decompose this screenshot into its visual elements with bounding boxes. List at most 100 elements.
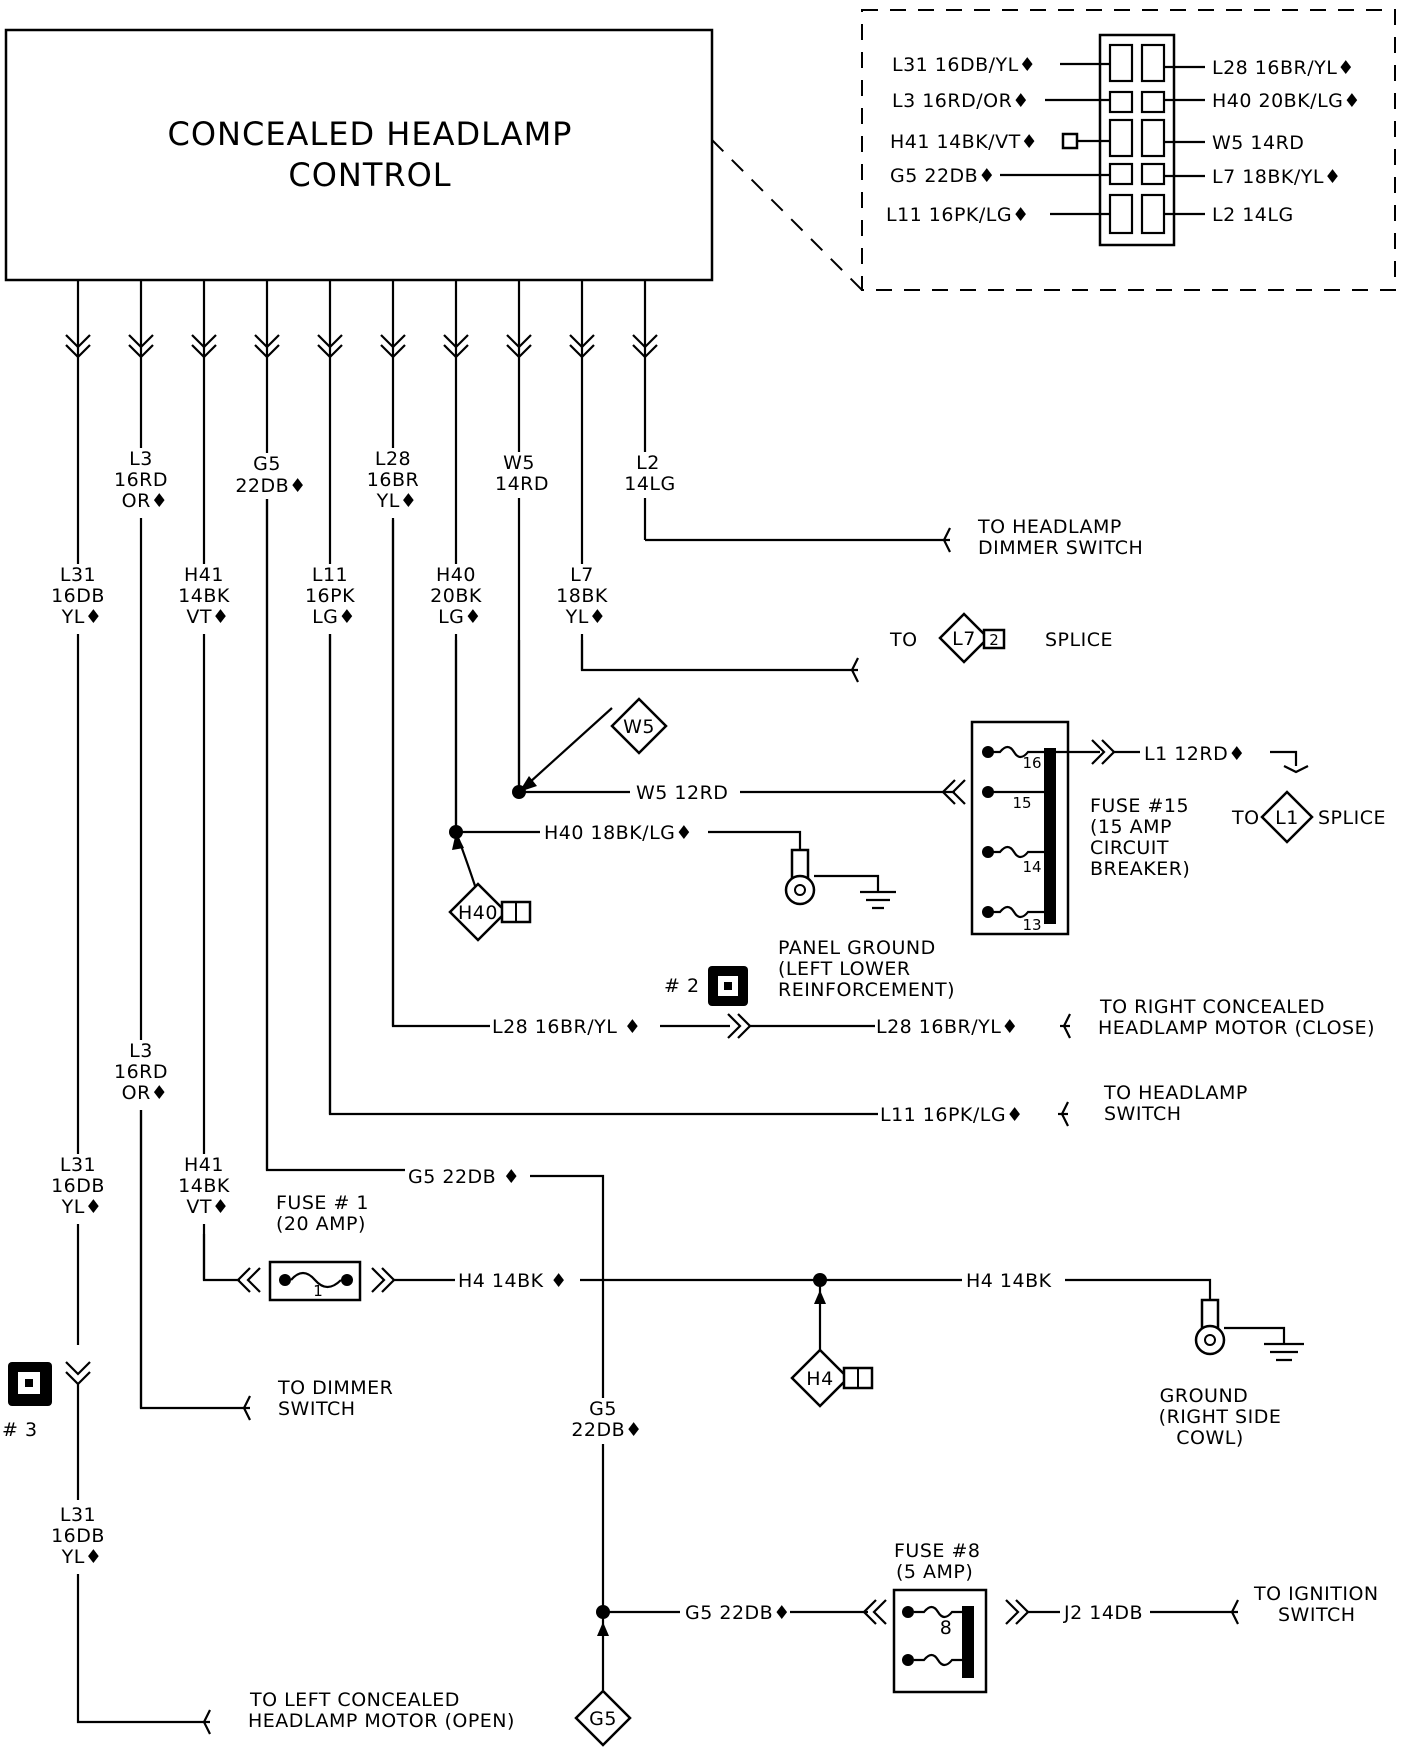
panel-ground-label-1: PANEL GROUND — [778, 937, 936, 959]
wire-label-g5-gauge: 22DB♦ — [235, 475, 306, 497]
to-right-motor-line1: TO RIGHT CONCEALED — [1099, 996, 1325, 1018]
fuse-1-label-1: FUSE # 1 — [276, 1192, 369, 1214]
connector-pin-h40: H40 20BK/LG♦ — [1212, 90, 1361, 112]
wire-label-h40: H40 — [436, 564, 476, 586]
wire-label-l11: L11 — [312, 564, 348, 586]
fuse-8-number: 8 — [940, 1617, 953, 1639]
wire-label-l7: L7 — [570, 564, 594, 586]
w5-splice-icon: W5 — [610, 697, 668, 755]
connector-pin-l28: L28 16BR/YL♦ — [1212, 57, 1355, 79]
g5-route — [265, 499, 868, 1690]
w5-12rd-label: W5 12RD — [636, 782, 728, 804]
ref-2-connector-icon — [708, 966, 748, 1006]
wire-label-w5: W5 — [503, 452, 535, 474]
wire-label-l11-gauge: 16PK — [305, 585, 355, 607]
j2-label: J2 14DB — [1063, 1602, 1143, 1624]
fuse-8-block — [892, 1588, 988, 1694]
wire-label-l31-lower-color: YL♦ — [61, 1196, 103, 1218]
wire-label-l3-lower-color: OR♦ — [122, 1082, 169, 1104]
to-dimmer-switch-line2: SWITCH — [278, 1398, 356, 1420]
wire-label-l31-lower: L31 — [60, 1154, 96, 1176]
panel-ground-label-2: (LEFT LOWER — [778, 958, 911, 980]
l11-route — [328, 634, 1069, 1127]
fuse-1-block — [268, 1260, 362, 1302]
to-right-motor-line2: HEADLAMP MOTOR (CLOSE) — [1098, 1017, 1375, 1039]
wire-label-l31-lower-gauge: 16DB — [51, 1175, 105, 1197]
fuse-8-label-2: (5 AMP) — [896, 1561, 973, 1583]
fuse-8-label-1: FUSE #8 — [894, 1540, 980, 1562]
wire-labels-lower: L3 16RD OR♦ L31 16DB YL♦ H41 14BK VT♦ L3… — [46, 1040, 238, 1574]
wire-label-l31-color: YL♦ — [61, 606, 103, 628]
ground-rsc-label-3: COWL) — [1176, 1427, 1244, 1449]
wire-label-l3: L3 — [129, 448, 153, 470]
to-l7-splice-word: SPLICE — [1045, 629, 1113, 651]
ref-3-label: # 3 — [2, 1419, 38, 1441]
wire-label-l31-bottom-color: YL♦ — [61, 1546, 103, 1568]
to-l1-splice-word: SPLICE — [1318, 807, 1386, 829]
l1-splice-icon: L1 — [1260, 790, 1314, 844]
w5-splice-arrow — [519, 776, 537, 792]
l28-left-label: L28 16BR/YL ♦ — [492, 1016, 641, 1038]
ref-2-label: # 2 — [664, 975, 700, 997]
wire-label-g5: G5 — [253, 453, 281, 475]
l28-right-label: L28 16BR/YL♦ — [876, 1016, 1019, 1038]
svg-text:H40: H40 — [458, 902, 498, 924]
wire-label-l31-bottom-gauge: 16DB — [51, 1525, 105, 1547]
l7-splice-icon: L7 2 — [938, 612, 1006, 664]
h40-splice-icon: H40 — [448, 882, 532, 942]
h4-splice-dot — [813, 1273, 827, 1287]
h40-route — [454, 640, 802, 896]
module-title-line1: CONCEALED HEADLAMP — [168, 115, 573, 153]
svg-text:W5: W5 — [623, 716, 655, 738]
connector-pin-l3: L3 16RD/OR♦ — [892, 90, 1030, 112]
panel-ground-symbol — [784, 848, 896, 910]
to-headlamp-switch-line1: TO HEADLAMP — [1103, 1082, 1248, 1104]
g5-fuse8-label: G5 22DB♦ — [685, 1602, 791, 1624]
to-ignition-line2: SWITCH — [1278, 1604, 1356, 1626]
connector-inset: L31 16DB/YL♦ L3 16RD/OR♦ H41 14BK/VT♦ G5… — [711, 9, 1396, 291]
l1-12rd-label: L1 12RD♦ — [1144, 743, 1246, 765]
panel-ground-label-3: REINFORCEMENT) — [778, 979, 955, 1001]
g5-splice-dot — [596, 1605, 610, 1619]
fuse-pin-16: 16 — [1022, 754, 1041, 772]
fuse-8-chevrons — [862, 1599, 1239, 1625]
connector-pin-l11: L11 16PK/LG♦ — [886, 204, 1030, 226]
h40-18bk-label: H40 18BK/LG♦ — [544, 822, 693, 844]
svg-text:G5: G5 — [589, 1708, 617, 1730]
l3-route-lower — [139, 1110, 251, 1421]
h4-left-label: H4 14BK ♦ — [458, 1270, 568, 1292]
fuse-pin-15: 15 — [1012, 794, 1031, 812]
ground-rsc-label-1: GROUND — [1160, 1385, 1249, 1407]
ground-rsc-label-2: (RIGHT SIDE — [1159, 1406, 1282, 1428]
svg-text:2: 2 — [989, 631, 999, 649]
to-headlamp-dimmer-line2: DIMMER SWITCH — [978, 537, 1143, 559]
svg-text:L7: L7 — [952, 628, 976, 650]
svg-text:H4: H4 — [806, 1368, 833, 1390]
to-headlamp-dimmer-line1: TO HEADLAMP — [977, 516, 1122, 538]
wire-label-g5-lower-gauge: 22DB♦ — [571, 1419, 642, 1441]
to-dimmer-switch-line1: TO DIMMER — [277, 1377, 393, 1399]
wire-label-l7-color: YL♦ — [565, 606, 607, 628]
connector-pin-w5: W5 14RD — [1212, 132, 1304, 154]
wire-label-l2: L2 — [636, 452, 660, 474]
to-ignition-line1: TO IGNITION — [1253, 1583, 1379, 1605]
l2-route — [645, 527, 951, 553]
l11-run-label: L11 16PK/LG♦ — [880, 1104, 1024, 1126]
wire-label-h41-lower-color: VT♦ — [186, 1196, 229, 1218]
h4-right-label: H4 14BK — [966, 1270, 1052, 1292]
fuse-15-label-4: BREAKER) — [1090, 858, 1190, 880]
wire-label-l3-color: OR♦ — [122, 490, 169, 512]
to-left-motor-line2: HEADLAMP MOTOR (OPEN) — [248, 1710, 515, 1732]
fuse-15-bar — [1044, 748, 1056, 924]
wire-label-l3-gauge: 16RD — [114, 469, 168, 491]
to-l1-to: TO — [1231, 807, 1260, 829]
l31-chevron — [65, 1361, 211, 1735]
ground-rsc-symbol — [1194, 1298, 1304, 1362]
wire-label-l2-gauge: 14LG — [624, 473, 676, 495]
wire-label-l3-lower: L3 — [129, 1040, 153, 1062]
h4-splice-icon: H4 — [790, 1348, 874, 1408]
module-title-line2: CONTROL — [288, 156, 451, 194]
fuse-pin-14: 14 — [1022, 858, 1041, 876]
w5-route — [517, 640, 955, 794]
